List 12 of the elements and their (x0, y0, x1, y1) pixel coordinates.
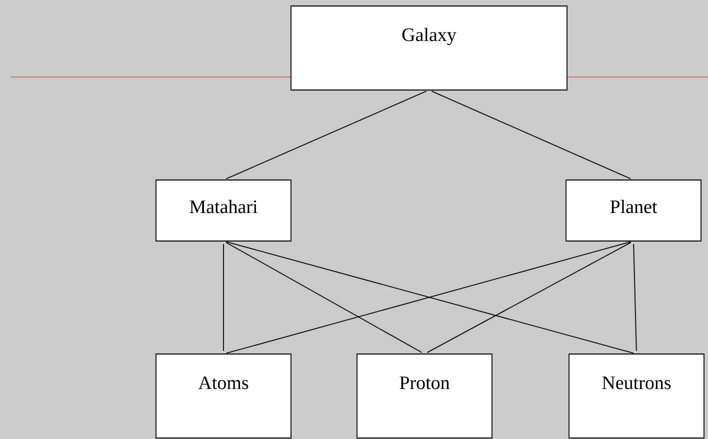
connector-line (223, 244, 224, 352)
connector-line (226, 242, 422, 353)
connector-line (226, 90, 427, 180)
connector-line (633, 244, 637, 352)
connector-line (426, 242, 632, 354)
concept-box: Planet (566, 180, 702, 242)
concept-box: Proton (356, 354, 492, 438)
concept-box: Matahari (156, 180, 292, 242)
connector-line (431, 90, 632, 180)
concept-box: Galaxy (290, 6, 568, 90)
concept-box: Neutrons (568, 354, 704, 438)
concept-box: Atoms (156, 354, 292, 438)
